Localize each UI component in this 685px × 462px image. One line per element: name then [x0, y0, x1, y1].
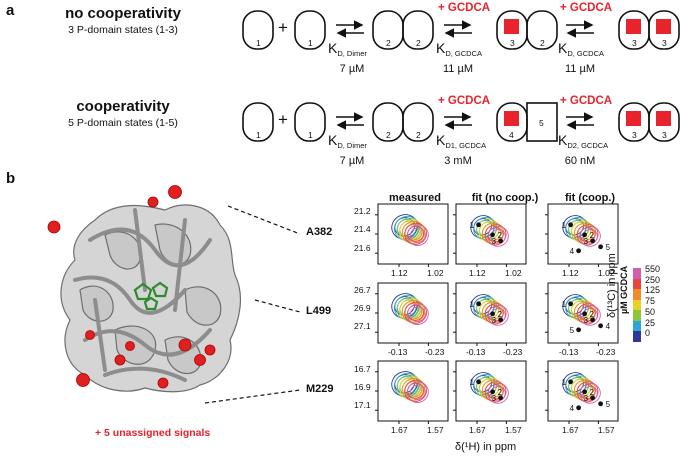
fitted-peak-marker	[476, 301, 481, 306]
peak-label: 1	[470, 221, 475, 230]
peak-label: 5	[606, 243, 611, 252]
colorbar-swatch	[633, 300, 641, 311]
peak-label: 1	[562, 221, 567, 230]
peak-label: 5	[606, 400, 611, 409]
colorbar-swatch	[633, 279, 641, 290]
colorbar-swatch	[633, 268, 641, 279]
colorbar-swatch	[633, 331, 641, 342]
colorbar-swatch	[633, 321, 641, 332]
peak-label: 2	[498, 310, 503, 319]
peak-label: 3	[492, 237, 497, 246]
fitted-peak-marker	[476, 222, 481, 227]
peak-label: 1	[562, 300, 567, 309]
fitted-peak-marker	[498, 317, 503, 322]
fitted-peak-marker	[576, 248, 581, 253]
spectrum-panel: 1 23 5 4	[545, 361, 618, 424]
fitted-peak-marker	[498, 395, 503, 400]
colorbar-value: 75	[645, 296, 660, 307]
colorbar-swatch	[633, 289, 641, 300]
peak-label: 3	[492, 316, 497, 325]
fitted-peak-marker	[598, 401, 603, 406]
spectrum-panel	[375, 283, 448, 346]
peak-label: 2	[590, 231, 595, 240]
colorbar-value: 0	[645, 328, 660, 339]
peak-label: 4	[570, 404, 575, 413]
peak-label: 3	[584, 237, 589, 246]
colorbar-title: µM GCDCA	[619, 266, 629, 314]
spectrum-panel	[375, 204, 448, 267]
fitted-peak-marker	[590, 395, 595, 400]
peak-label: 2	[590, 388, 595, 397]
fitted-peak-marker	[598, 323, 603, 328]
fitted-peak-marker	[568, 222, 573, 227]
peak-label: 1	[562, 378, 567, 387]
colorbar-value: 50	[645, 307, 660, 318]
colorbar-value: 125	[645, 285, 660, 296]
colorbar-swatch	[633, 310, 641, 321]
fitted-peak-marker	[590, 238, 595, 243]
peak-label: 3	[584, 316, 589, 325]
colorbar-value: 25	[645, 318, 660, 329]
fitted-peak-marker	[568, 301, 573, 306]
peak-label: 2	[590, 310, 595, 319]
fitted-peak-marker	[576, 327, 581, 332]
spectrum-panel: 1 23	[453, 283, 526, 346]
fitted-peak-marker	[576, 405, 581, 410]
x-axis-label: δ(¹H) in ppm	[455, 441, 516, 453]
colorbar-value: 550	[645, 264, 660, 275]
fitted-peak-marker	[476, 379, 481, 384]
peak-label: 5	[570, 326, 575, 335]
peak-label: 1	[470, 378, 475, 387]
spectrum-panel: 1 23	[453, 361, 526, 424]
peak-label: 3	[492, 394, 497, 403]
fitted-peak-marker	[590, 317, 595, 322]
peak-label: 1	[470, 300, 475, 309]
peak-label: 4	[570, 247, 575, 256]
colorbar	[633, 268, 641, 342]
y-axis-label: δ(¹³C) in ppm	[606, 253, 618, 318]
fitted-peak-marker	[498, 238, 503, 243]
colorbar-labels: 550 250 125 75 50 25 0	[645, 264, 660, 339]
spectrum-panel	[375, 361, 448, 424]
fitted-peak-marker	[568, 379, 573, 384]
peak-label: 2	[498, 388, 503, 397]
fitted-peak-marker	[598, 244, 603, 249]
colorbar-value: 250	[645, 275, 660, 286]
peak-label: 2	[498, 231, 503, 240]
peak-label: 3	[584, 394, 589, 403]
spectrum-panel: 1 23	[453, 204, 526, 267]
peak-label: 4	[606, 322, 611, 331]
